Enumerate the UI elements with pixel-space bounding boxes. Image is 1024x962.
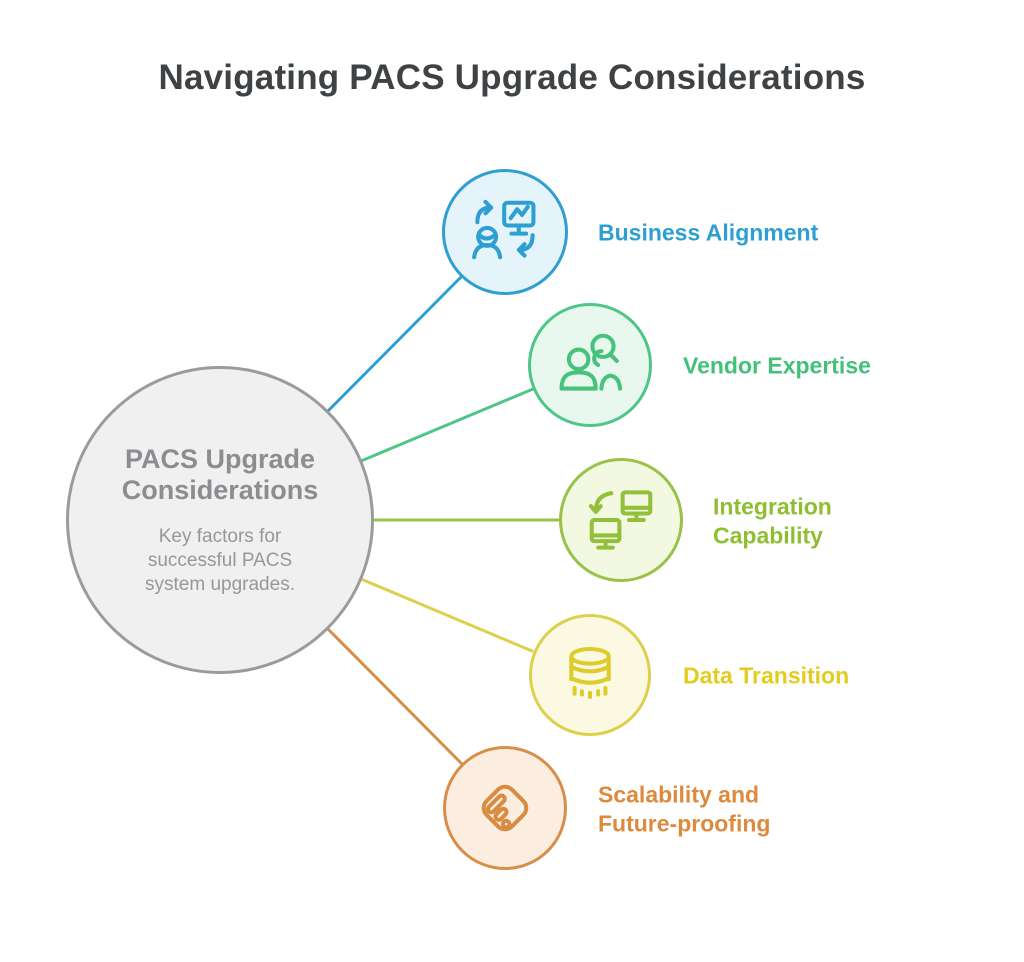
node-business-alignment	[442, 169, 568, 295]
node-integration-capability	[559, 458, 683, 582]
page-title: Navigating PACS Upgrade Considerations	[158, 58, 866, 97]
node-vendor-expertise	[528, 303, 652, 427]
node-data-transition	[529, 614, 651, 736]
connector-business-alignment	[326, 275, 463, 413]
connector-scalability	[326, 627, 463, 765]
connector-data-transition	[359, 577, 534, 653]
people-magnifier-icon	[559, 333, 623, 391]
node-scalability-future-proofing	[443, 746, 567, 870]
label-business-alignment: Business Alignment	[598, 219, 819, 246]
monitors-sync-icon	[588, 490, 653, 550]
label-integration-capability: Integration Capability	[713, 493, 832, 548]
label-data-transition: Data Transition	[683, 662, 850, 689]
central-node: PACS Upgrade Considerations Key factors …	[66, 366, 374, 674]
growth-tile-icon	[481, 784, 529, 832]
person-monitor-sync-icon	[472, 199, 536, 260]
central-node-title: PACS Upgrade Considerations	[121, 443, 319, 506]
label-scalability-future-proofing: Scalability and Future-proofing	[598, 781, 771, 836]
label-vendor-expertise: Vendor Expertise	[683, 352, 871, 379]
central-node-subtitle: Key factors for successful PACS system u…	[145, 526, 295, 595]
connector-vendor-expertise	[359, 387, 535, 463]
database-transfer-icon	[569, 646, 611, 699]
